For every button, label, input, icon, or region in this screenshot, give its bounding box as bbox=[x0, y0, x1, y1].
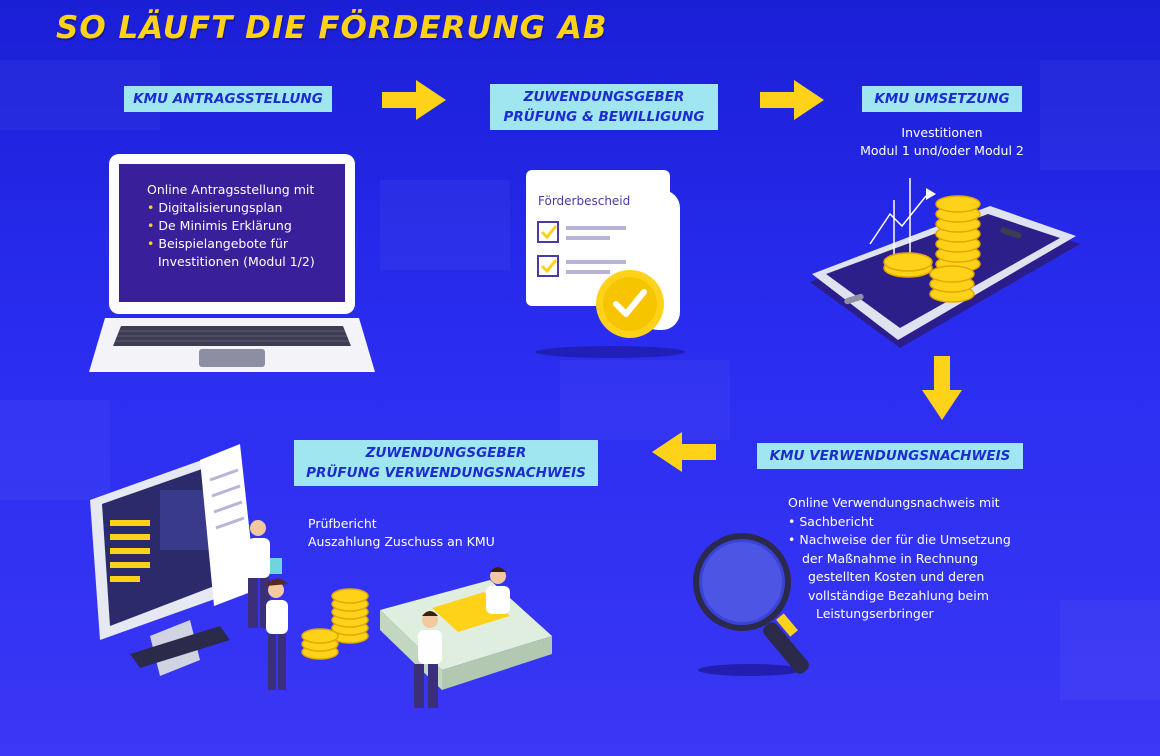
label-line: PRÜFUNG VERWENDUNGSNACHWEIS bbox=[306, 465, 586, 481]
umsetzung-line: Modul 1 und/oder Modul 2 bbox=[860, 143, 1024, 158]
arrow-right-icon bbox=[760, 80, 824, 120]
antrag-continuation: Investitionen (Modul 1/2) bbox=[158, 254, 315, 269]
pruefung-vn-line: Prüfbericht bbox=[308, 516, 377, 531]
step-label-verwendungsnachweis: KMU VERWENDUNGSNACHWEIS bbox=[757, 443, 1023, 469]
bullet-dot: • bbox=[788, 532, 796, 547]
label-line: ZUWENDUNGSGEBER bbox=[523, 89, 685, 105]
pruefung-vn-line: Auszahlung Zuschuss an KMU bbox=[308, 534, 495, 549]
laptop-illustration bbox=[89, 154, 375, 372]
document-title: Förderbescheid bbox=[538, 194, 631, 208]
bg-tile bbox=[560, 360, 730, 440]
antrag-bullet: •Digitalisierungsplan bbox=[147, 199, 315, 217]
umsetzung-line: Investitionen bbox=[901, 125, 983, 140]
arrow-right-icon bbox=[382, 80, 446, 120]
antrag-text: Online Antragsstellung mit •Digitalisier… bbox=[147, 181, 315, 271]
antrag-bullet: •Beispielangebote für bbox=[147, 235, 315, 253]
vn-line: gestellten Kosten und deren bbox=[808, 569, 985, 584]
bg-tile bbox=[1060, 600, 1160, 700]
bullet-dot: • bbox=[788, 513, 796, 529]
vn-bullet: •Nachweise der für die Umsetzung bbox=[788, 531, 1011, 550]
phone-coins-illustration bbox=[810, 178, 1080, 348]
magnifier-icon bbox=[693, 533, 809, 676]
step-label-antragsstellung: KMU ANTRAGSSTELLUNG bbox=[124, 86, 332, 112]
antrag-bullet-text: Beispielangebote für bbox=[158, 236, 289, 251]
bullet-dot: • bbox=[147, 200, 155, 215]
arrow-down-icon bbox=[922, 356, 962, 420]
vn-bullet-text: Nachweise der für die Umsetzung bbox=[799, 532, 1011, 547]
vn-intro: Online Verwendungsnachweis mit bbox=[788, 495, 1000, 510]
vn-bullet-text: Sachbericht bbox=[799, 513, 874, 529]
document-illustration bbox=[526, 170, 685, 358]
step-label-umsetzung: KMU UMSETZUNG bbox=[862, 86, 1022, 112]
vn-line: Leistungserbringer bbox=[816, 606, 934, 621]
vn-bullet: •Sachbericht bbox=[788, 513, 1011, 532]
label-line: PRÜFUNG & BEWILLIGUNG bbox=[503, 109, 705, 125]
page-title: SO LÄUFT DIE FÖRDERUNG AB bbox=[56, 10, 608, 46]
verwendungsnachweis-text: Online Verwendungsnachweis mit •Sachberi… bbox=[788, 494, 1011, 624]
antrag-intro: Online Antragsstellung mit bbox=[147, 182, 315, 197]
step-label-pruefung-verwendungsnachweis: ZUWENDUNGSGEBER PRÜFUNG VERWENDUNGSNACHW… bbox=[294, 440, 598, 486]
antrag-bullet: •De Minimis Erklärung bbox=[147, 217, 315, 235]
bg-tile bbox=[380, 180, 510, 270]
vn-line: der Maßnahme in Rechnung bbox=[802, 550, 979, 566]
monitor-people-illustration bbox=[90, 444, 552, 708]
bullet-dot: • bbox=[147, 218, 155, 233]
antrag-bullet-text: Digitalisierungsplan bbox=[158, 200, 283, 215]
label-line: ZUWENDUNGSGEBER bbox=[365, 445, 527, 461]
bullet-dot: • bbox=[147, 236, 155, 251]
bg-tile bbox=[1040, 60, 1160, 170]
step-label-pruefung-bewilligung: ZUWENDUNGSGEBER PRÜFUNG & BEWILLIGUNG bbox=[490, 84, 718, 130]
arrow-left-icon bbox=[652, 432, 716, 472]
pruefung-vn-text: Prüfbericht Auszahlung Zuschuss an KMU bbox=[308, 515, 495, 551]
antrag-bullet-text: De Minimis Erklärung bbox=[158, 218, 292, 233]
vn-line: vollständige Bezahlung beim bbox=[808, 587, 989, 603]
umsetzung-text: Investitionen Modul 1 und/oder Modul 2 bbox=[842, 124, 1042, 160]
